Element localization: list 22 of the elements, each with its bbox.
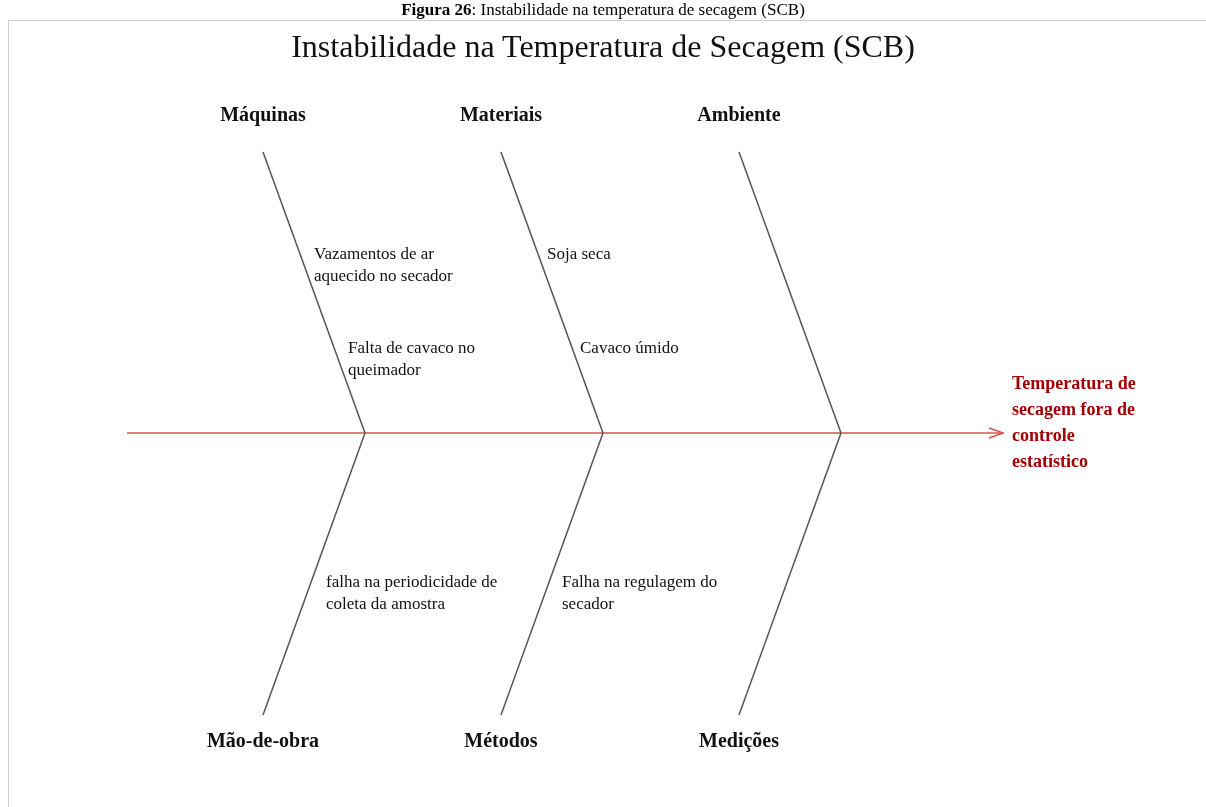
spine-arrow: [126, 427, 1004, 439]
fishbone-bone: [738, 151, 842, 434]
fishbone-bone: [262, 432, 366, 716]
cause-label: Cavaco úmido: [580, 337, 680, 359]
category-label: Máquinas: [220, 102, 306, 126]
cause-label: Falta de cavaco no queimador: [348, 337, 476, 381]
cause-label: Falha na regulagem do secador: [562, 571, 719, 615]
category-label: Mão-de-obra: [206, 728, 320, 752]
category-label: Materiais: [459, 102, 543, 126]
fishbone-bone: [738, 432, 842, 716]
figure-caption: Figura 26: Instabilidade na temperatura de secagem (SCB): [401, 0, 805, 19]
effect-label: Temperatura de secagem fora de controle estatístico: [1012, 370, 1152, 474]
fishbone-bone: [500, 151, 604, 434]
fishbone-bone: [262, 151, 366, 434]
fishbone-bone: [500, 432, 604, 716]
diagram-title: Instabilidade na Temperatura de Secagem (SCB): [290, 27, 916, 66]
category-label: Métodos: [464, 728, 538, 752]
cause-label: falha na periodicidade de coleta da amostra: [326, 571, 499, 615]
category-label: Ambiente: [697, 102, 781, 126]
category-label: Medições: [699, 728, 779, 752]
cause-label: Vazamentos de ar aquecido no secador: [314, 243, 454, 287]
cause-label: Soja seca: [547, 243, 612, 265]
